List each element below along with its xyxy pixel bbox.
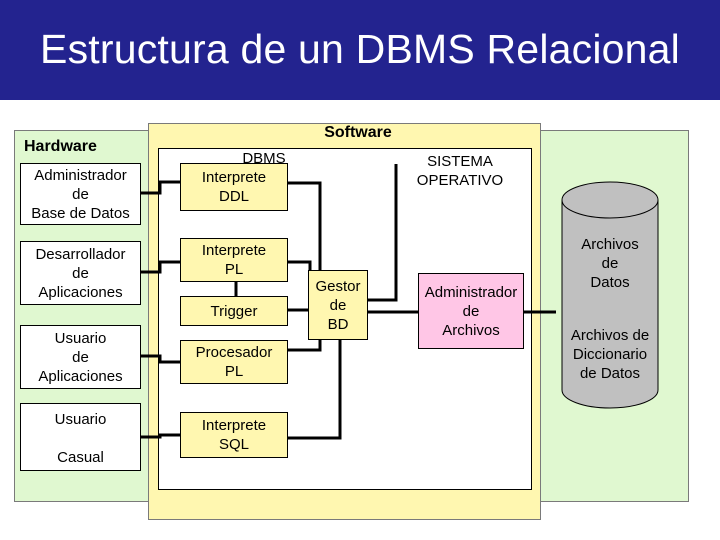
storage-line: Diccionario <box>572 346 648 363</box>
user-box-line: Aplicaciones <box>38 283 123 301</box>
hardware-label: Hardware <box>24 138 97 155</box>
user-box-line: Casual <box>57 449 104 466</box>
sistema-operativo-line: SISTEMA <box>427 153 493 170</box>
user-box-admin-bd: Administrador de Base de Datos <box>20 163 141 225</box>
admin-archivos-line: de <box>462 302 480 320</box>
module-line: Interprete <box>201 169 267 186</box>
user-box-usuario-aplicaciones: Usuario de Aplicaciones <box>20 325 141 389</box>
connector-ddl-gestor <box>288 181 322 280</box>
connector-gestor-so <box>367 164 398 302</box>
admin-archivos-line: Administrador <box>424 283 518 301</box>
module-procesador-pl: Procesador PL <box>180 340 288 384</box>
gestor-bd-box: Gestor de BD <box>308 270 368 340</box>
storage-line: Datos <box>590 274 630 291</box>
storage-cylinder <box>561 181 659 409</box>
storage-line: de Datos <box>579 365 641 382</box>
connector-sql-gestor <box>288 340 342 440</box>
user-box-line: de <box>72 264 89 282</box>
archivos-datos-label: Archivos de Datos <box>566 235 654 292</box>
module-interprete-sql: Interprete SQL <box>180 412 288 458</box>
user-box-line: Aplicaciones <box>38 367 123 385</box>
user-box-line: Administrador <box>34 166 127 184</box>
module-line: PL <box>224 363 244 380</box>
user-box-line: Desarrollador <box>35 245 126 263</box>
user-box-line: Usuario <box>54 411 107 428</box>
dbms-label: DBMS <box>242 150 286 167</box>
software-label: Software <box>324 124 392 141</box>
connector-usuario-casual-sql <box>140 433 180 439</box>
storage-line: de <box>601 255 619 272</box>
sistema-operativo-line: OPERATIVO <box>416 172 504 189</box>
module-line: SQL <box>218 436 249 453</box>
module-line: Procesador <box>195 344 273 361</box>
user-box-usuario-casual: Usuario Casual <box>20 403 141 471</box>
connector-dev-pl <box>140 260 180 274</box>
gestor-line: BD <box>327 315 349 333</box>
module-line: Trigger <box>210 302 258 320</box>
gestor-line: Gestor <box>315 277 361 295</box>
module-line: PL <box>224 261 244 278</box>
user-box-line: de <box>72 348 89 366</box>
gestor-line: de <box>329 296 347 314</box>
user-box-line: Base de Datos <box>31 204 130 222</box>
connector-pl-gestor <box>288 260 312 280</box>
connector-usuario-app-procesador <box>140 354 180 364</box>
user-box-line: de <box>72 185 89 203</box>
admin-archivos-line: Archivos <box>442 321 500 339</box>
module-line: Interprete <box>201 417 267 434</box>
connector-admin-ddl <box>140 180 180 195</box>
sistema-operativo-label: SISTEMA OPERATIVO <box>400 152 520 190</box>
storage-line: Archivos <box>581 236 639 253</box>
module-line: DDL <box>218 188 249 205</box>
page-title: Estructura de un DBMS Relacional <box>40 26 680 72</box>
module-line: Interprete <box>201 242 267 259</box>
storage-line: Archivos de <box>570 327 650 344</box>
module-trigger: Trigger <box>180 296 288 326</box>
module-interprete-pl: Interprete PL <box>180 238 288 282</box>
admin-archivos-box: Administrador de Archivos <box>418 273 524 349</box>
title-banner: Estructura de un DBMS Relacional <box>0 0 720 100</box>
diccionario-datos-label: Archivos de Diccionario de Datos <box>555 326 665 383</box>
module-interprete-ddl: Interprete DDL <box>180 163 288 211</box>
user-box-line: Usuario <box>54 329 107 347</box>
user-box-desarrollador: Desarrollador de Aplicaciones <box>20 241 141 305</box>
